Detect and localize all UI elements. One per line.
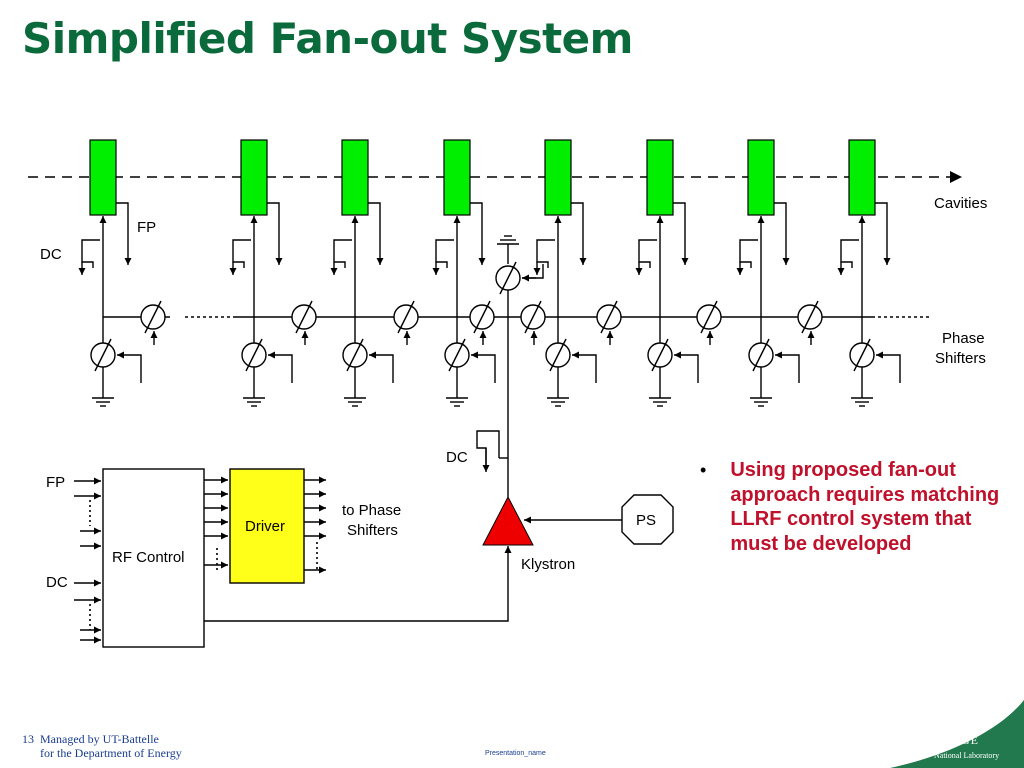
dc-input-label: DC — [46, 574, 68, 591]
io-arrows — [74, 476, 326, 644]
cavity — [544, 139, 572, 216]
phase-shifters-label-2: Shifters — [935, 350, 986, 367]
cavity — [341, 139, 369, 216]
klystron-label: Klystron — [521, 556, 575, 573]
klystron-triangle — [482, 495, 534, 546]
driver-label: Driver — [245, 518, 285, 535]
logo-line-2: Ridge — [934, 729, 979, 748]
phase-shifter — [393, 300, 419, 334]
bullet-point: • Using proposed fan-out approach requir… — [700, 458, 1000, 556]
phase-shifter-group — [90, 261, 875, 372]
bullet-text: Using proposed fan-out approach requires… — [730, 459, 1000, 555]
oak-leaf-icon — [900, 711, 924, 748]
phase-shifter — [647, 338, 673, 372]
phase-shifter — [748, 338, 774, 372]
footer-left: 13 Managed by UT-Battelle for the Departm… — [22, 732, 182, 760]
footer-line-2: for the Department of Energy — [40, 746, 182, 760]
logo-line-3: National Laboratory — [934, 751, 999, 760]
fp-input-label: FP — [46, 474, 65, 491]
cavity — [240, 139, 268, 216]
fan-out-diagram: DC Klystron PS RF Control Driver FP DC t… — [28, 139, 987, 648]
rf-control-box — [102, 468, 205, 648]
phase-shifter — [797, 300, 823, 334]
phase-shifter — [90, 338, 116, 372]
cavity — [443, 139, 471, 216]
rf-control-label: RF Control — [112, 549, 185, 566]
phase-shifter — [545, 338, 571, 372]
phase-shifter — [342, 338, 368, 372]
cavity — [89, 139, 117, 216]
logo-line-1: Oak — [936, 709, 969, 728]
driver-box — [229, 468, 305, 584]
phase-shifter — [596, 300, 622, 334]
cavity — [646, 139, 674, 216]
to-phase-shifters-label-2: Shifters — [347, 522, 398, 539]
phase-shifter — [444, 338, 470, 372]
cavity — [747, 139, 775, 216]
footer-line-1: Managed by UT-Battelle — [40, 732, 159, 746]
cavity — [848, 139, 876, 216]
to-phase-shifters-label-1: to Phase — [342, 502, 401, 519]
footer-presentation-name: Presentation_name — [485, 750, 546, 757]
cavity-group — [78, 139, 901, 407]
phase-shifter — [696, 300, 722, 334]
phase-shifter — [291, 300, 317, 334]
cavities-label: Cavities — [934, 195, 987, 212]
dc-klystron-label: DC — [446, 449, 468, 466]
phase-shifter — [469, 300, 495, 334]
phase-shifter — [140, 300, 166, 334]
fp-top-label: FP — [137, 219, 156, 236]
dc-top-label: DC — [40, 246, 62, 263]
phase-shifters-label-1: Phase — [942, 330, 985, 347]
slide-title: Simplified Fan-out System — [22, 14, 633, 63]
phase-shifter — [849, 338, 875, 372]
bullet-dot-icon: • — [700, 460, 707, 480]
phase-shifter — [495, 261, 521, 295]
phase-shifter — [520, 300, 546, 334]
page-number: 13 — [22, 732, 34, 746]
oak-ridge-logo: Oak Ridge National Laboratory — [890, 700, 1024, 768]
ps-octagon — [621, 494, 674, 545]
ps-label: PS — [636, 512, 656, 529]
phase-shifter — [241, 338, 267, 372]
